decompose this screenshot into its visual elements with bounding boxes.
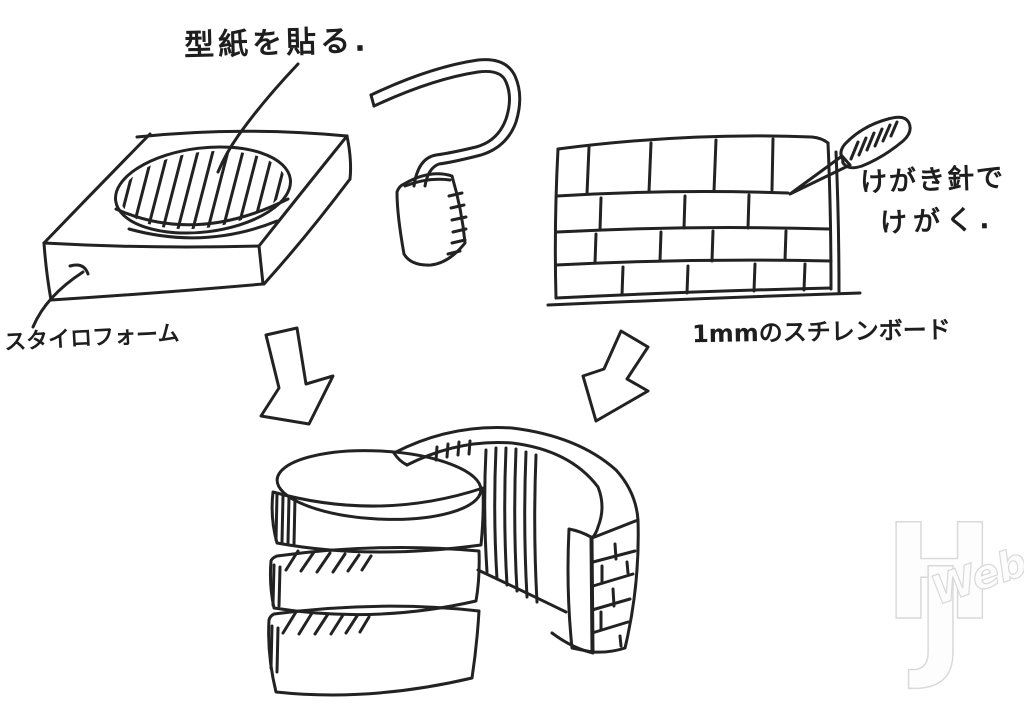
foam-disc-top [270,449,485,554]
paste-pattern-label: 型紙を貼る. [183,23,370,64]
watermark-letter-h: H [884,496,994,650]
arrow-down-right-block [581,329,650,423]
foam-disc-bottom [267,604,481,697]
foam-cutter-figure [369,58,522,267]
scribing-needle-figure [788,115,912,196]
arrow-down-left-block [259,326,335,426]
scribe-needle-label-line2: けがく. [879,203,996,240]
watermark-letter-j: J [908,540,965,694]
foam-disc-middle [268,545,481,617]
hjweb-watermark: H J Web [883,495,1024,695]
styrofoam-arrow [31,263,90,329]
scribed-brick-board-figure [546,134,862,307]
assembled-tower-figure [267,426,640,697]
scribe-needle-label-line1: けがき針で [859,162,1006,199]
pattern-arrow-line [216,62,300,174]
styrofoam-block-figure [42,129,353,302]
styrene-board-label: 1mmのスチレンボード [691,315,951,349]
